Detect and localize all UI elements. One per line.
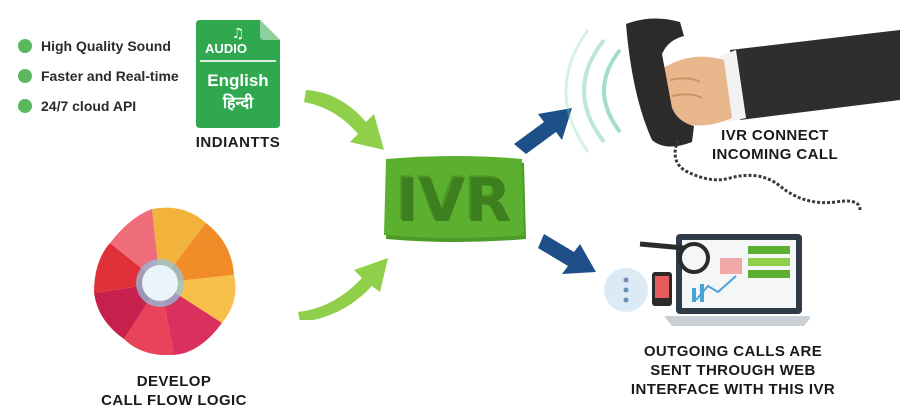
svg-text:♫: ♫	[232, 26, 245, 42]
outgoing-caption: OUTGOING CALLS ARE SENT THROUGH WEB INTE…	[610, 342, 856, 399]
flow-logic-caption-line: DEVELOP	[136, 373, 212, 390]
language-english: English	[207, 71, 268, 90]
ivr-block: IVR IVR	[384, 156, 526, 242]
flow-logic-caption: DEVELOP CALL FLOW LOGIC	[94, 372, 254, 410]
check-icon	[18, 39, 32, 53]
call-flow-pinwheel-icon	[94, 207, 236, 355]
laptop-web-interface-icon	[604, 234, 810, 326]
outgoing-caption-line: SENT THROUGH WEB	[650, 362, 816, 379]
audio-document-icon: ♫ AUDIO English हिन्दी	[196, 20, 280, 128]
flow-logic-caption-line: CALL FLOW LOGIC	[101, 392, 247, 409]
phone-handset-icon	[564, 18, 900, 211]
feature-list: High Quality Sound Faster and Real-time …	[18, 36, 179, 126]
audio-label: AUDIO	[205, 41, 247, 56]
incoming-caption: IVR CONNECT INCOMING CALL	[680, 126, 870, 164]
ivr-label: IVR	[397, 166, 512, 236]
outgoing-caption-line: INTERFACE WITH THIS IVR	[630, 381, 836, 398]
incoming-caption-line: IVR CONNECT	[721, 127, 829, 144]
check-icon	[18, 69, 32, 83]
arrow-to-outgoing-icon	[538, 234, 596, 274]
indiantts-caption: INDIANTTS	[195, 134, 281, 151]
incoming-caption-line: INCOMING CALL	[711, 146, 839, 163]
arrow-to-ivr-top-icon	[304, 90, 384, 150]
feature-item: High Quality Sound	[18, 36, 179, 56]
arrow-to-incoming-icon	[514, 108, 572, 154]
outgoing-caption-line: OUTGOING CALLS ARE	[643, 343, 823, 360]
language-hindi: हिन्दी	[222, 93, 254, 112]
feature-label: 24/7 cloud API	[41, 98, 137, 114]
feature-label: High Quality Sound	[41, 38, 171, 54]
arrow-to-ivr-bottom-icon	[298, 258, 388, 320]
check-icon	[18, 99, 32, 113]
feature-label: Faster and Real-time	[41, 68, 179, 84]
ivr-label-shadow: IVR	[395, 164, 510, 234]
feature-item: Faster and Real-time	[18, 66, 179, 86]
feature-item: 24/7 cloud API	[18, 96, 179, 116]
